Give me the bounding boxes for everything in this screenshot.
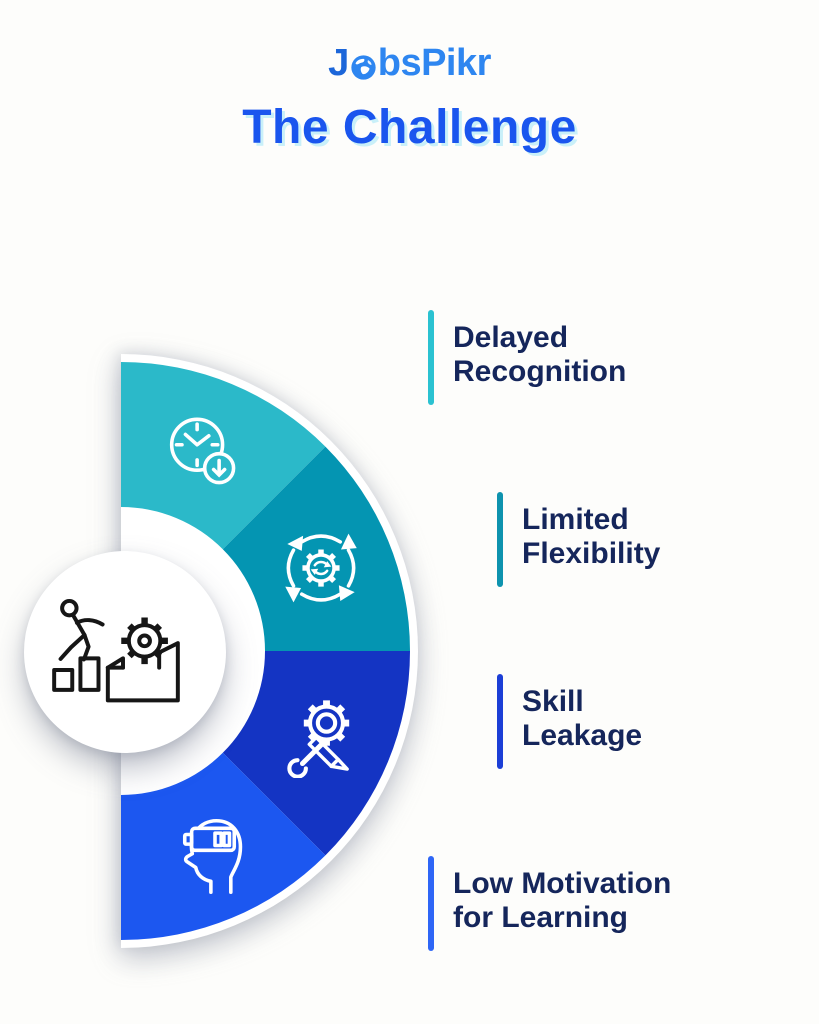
globe-icon xyxy=(351,55,376,80)
page-title: The Challenge xyxy=(242,101,577,154)
accent-bar xyxy=(497,492,503,587)
agile-cycle-gear-icon xyxy=(285,533,357,603)
head-low-battery-icon xyxy=(182,818,243,895)
clock-deadline-icon xyxy=(169,417,236,485)
challenge-label-line2: Leakage xyxy=(522,719,643,752)
ring-segment-limited-flexibility xyxy=(222,446,411,651)
challenge-label-line2: Recognition xyxy=(453,355,627,388)
accent-bar xyxy=(428,310,434,405)
challenge-item-low-motivation: Low Motivation for Learning xyxy=(428,856,671,951)
challenge-item-skill-leakage: Skill Leakage xyxy=(497,674,642,769)
gear-wrench-pencil-icon xyxy=(287,700,350,778)
challenge-label: Limited Flexibility xyxy=(522,492,660,587)
logo-text-j: J xyxy=(328,42,349,84)
center-hub-circle xyxy=(24,551,226,753)
challenge-label-line2: Flexibility xyxy=(522,537,661,570)
challenge-label-line1: Limited xyxy=(522,503,629,536)
person-climbing-bars-gear-box-icon xyxy=(52,598,180,703)
jobspikr-logo: J bsPikr xyxy=(0,42,819,85)
accent-bar xyxy=(428,856,434,951)
challenge-label-line1: Skill xyxy=(522,685,584,718)
challenge-label: Delayed Recognition xyxy=(453,310,626,405)
challenge-label-line1: Delayed xyxy=(453,321,569,354)
challenge-label-line2: for Learning xyxy=(453,901,629,934)
challenge-label: Low Motivation for Learning xyxy=(453,856,671,951)
logo-text-rest: bsPikr xyxy=(377,42,492,84)
accent-bar xyxy=(497,674,503,769)
challenge-item-limited-flexibility: Limited Flexibility xyxy=(497,492,660,587)
challenge-item-delayed-recognition: Delayed Recognition xyxy=(428,310,626,405)
challenge-label-line1: Low Motivation xyxy=(453,867,672,900)
challenge-label: Skill Leakage xyxy=(522,674,642,769)
